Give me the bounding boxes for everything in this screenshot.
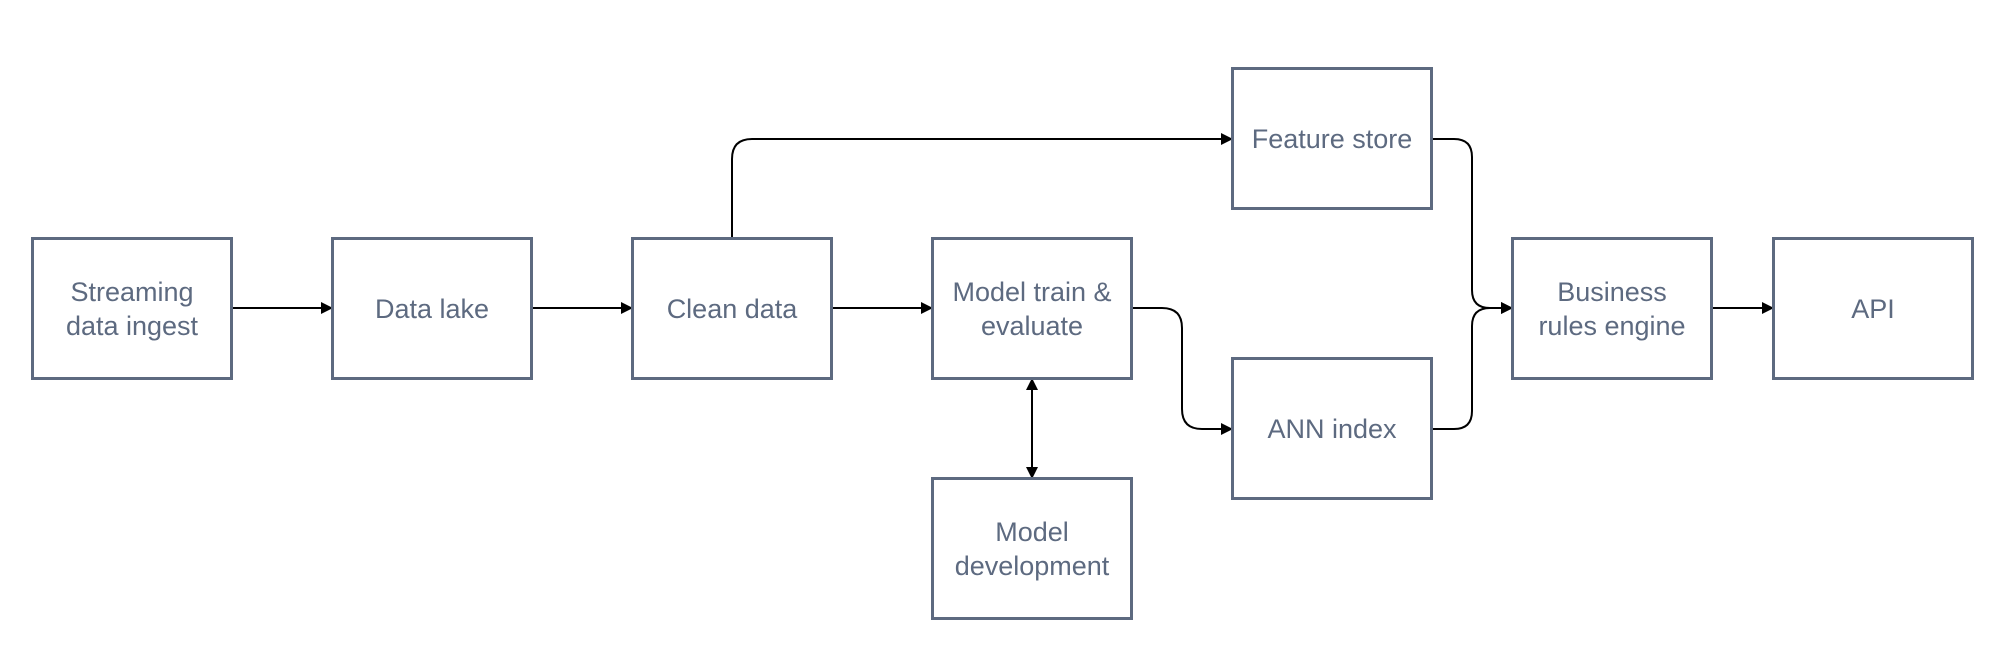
node-feature-store[interactable]: Feature store [1231,67,1433,210]
node-api[interactable]: API [1772,237,1974,380]
edge-train-to-ann [1132,307,1233,435]
edge-feature-store-to-rules [1432,138,1513,314]
edge-ann-to-rules [1432,302,1513,430]
node-business-rules-engine[interactable]: Business rules engine [1511,237,1713,380]
node-ann-index[interactable]: ANN index [1231,357,1433,500]
node-streaming-data-ingest[interactable]: Streaming data ingest [31,237,233,380]
node-model-development[interactable]: Model development [931,477,1133,620]
node-data-lake[interactable]: Data lake [331,237,533,380]
node-clean-data[interactable]: Clean data [631,237,833,380]
edge-clean-to-feature-store [731,133,1233,238]
node-model-train-evaluate[interactable]: Model train & evaluate [931,237,1133,380]
